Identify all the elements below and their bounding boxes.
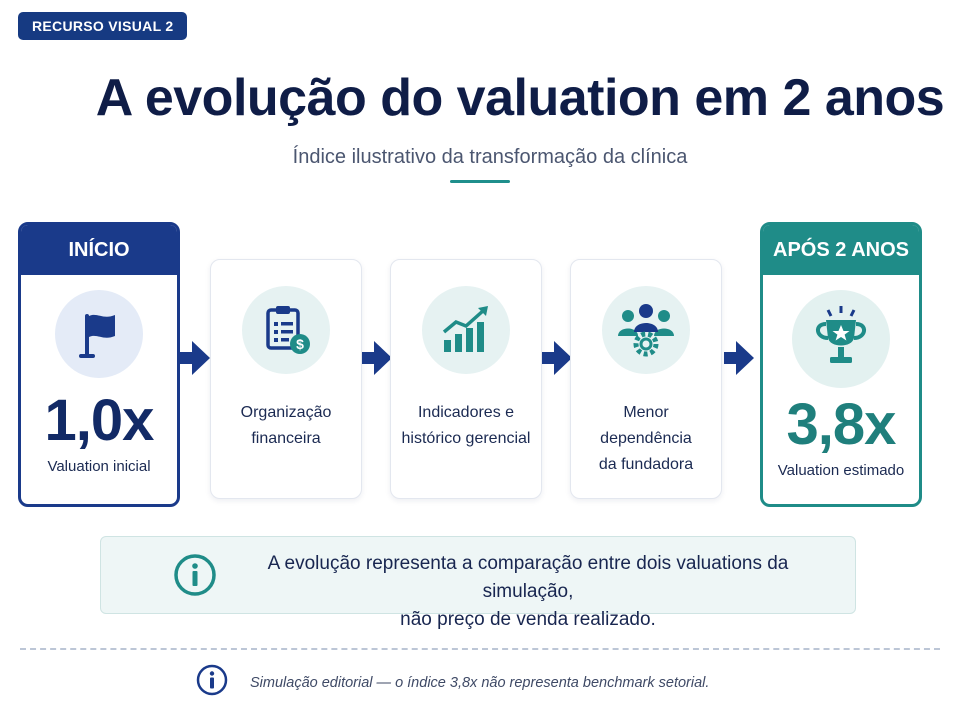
section-badge: RECURSO VISUAL 2 [18,12,188,40]
arrow-right-icon [180,341,210,375]
estimated-valuation-value: 3,8x [786,392,897,457]
page-subtitle: Índice ilustrativo da transformação da c… [292,146,688,168]
info-icon [196,664,228,696]
footnote: Simulação editorial — o índice 3,8x não … [250,675,710,691]
start-card-header: INÍCIO [21,225,177,275]
growth-chart-icon [422,286,510,374]
initial-valuation-label: Valuation inicial [47,458,151,475]
arrow-right-icon [724,341,754,375]
arrow-right-icon [362,341,392,375]
info-icon [174,554,216,596]
estimated-valuation-label: Valuation estimado [777,462,905,479]
footer-divider [20,648,940,650]
team-gear-icon [602,286,690,374]
clipboard-dollar-icon: $ [242,286,330,374]
svg-text:$: $ [296,336,304,352]
start-card: INÍCIO 1,0x Valuation inicial [18,222,180,507]
flag-icon [55,290,143,378]
note-text: A evolução representa a comparação entre… [267,553,789,630]
initial-valuation-value: 1,0x [44,388,155,453]
end-card: APÓS 2 ANOS 3,8x Valuation estimado [760,222,922,507]
info-note: A evolução representa a comparação entre… [100,536,856,630]
end-card-header: APÓS 2 ANOS [763,225,919,275]
subtitle-divider [450,180,510,183]
arrow-right-icon [542,341,572,375]
trophy-icon [792,290,890,388]
page-title: A evolução do valuation em 2 anos [95,69,945,127]
